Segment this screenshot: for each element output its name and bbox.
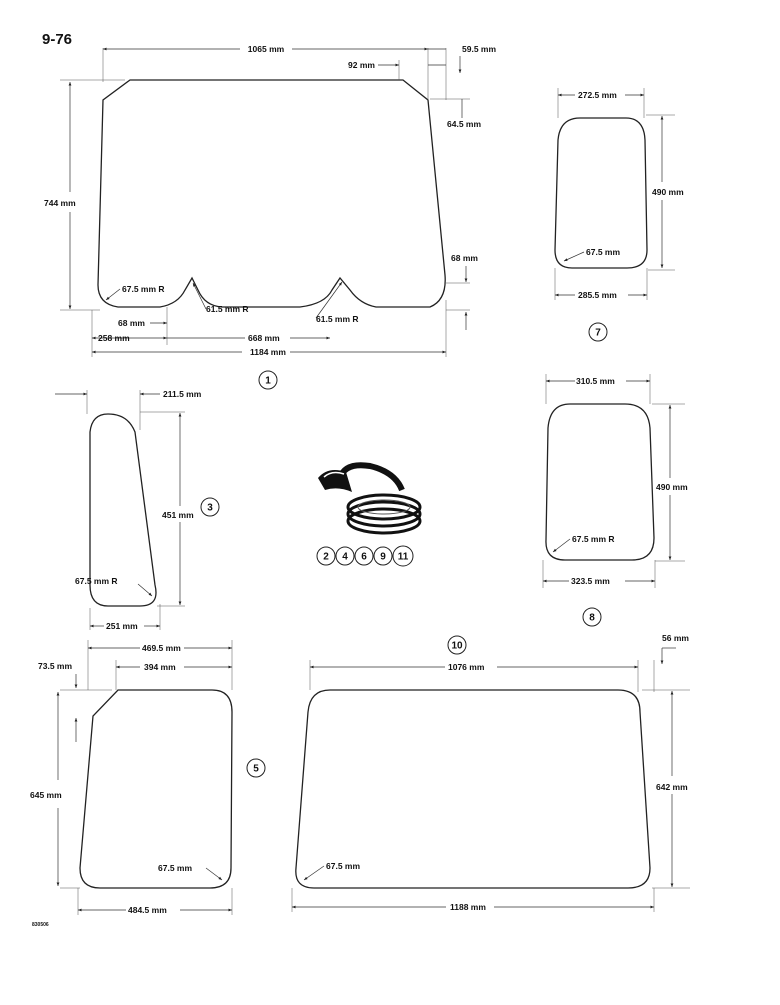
part-8-outline [545,403,655,561]
callout-10 [447,635,467,655]
dim-1188: 1188 mm [450,902,486,912]
part-10-glass: 10 1076 mm 56 mm 642 mm 67.5 mm 1188 mm [291,633,690,912]
seal-callout [316,546,336,566]
seal-callout [335,546,355,566]
dim-258: 258 mm [98,333,130,343]
dim-1184: 1184 mm [250,347,286,357]
dim-61-5-left: 61.5 mm R [206,304,249,314]
dim-67-5-p7: 67.5 mm [586,247,620,257]
dim-1076: 1076 mm [448,662,485,672]
dim-67-5-r-p8: 67.5 mm R [572,534,615,544]
dim-272-5: 272.5 mm [578,90,617,100]
part-5-outline [79,689,233,889]
callout-1 [258,370,278,390]
part-3-glass: 211.5 mm 451 mm 67.5 mm R 251 mm 3 [55,389,220,631]
dim-251: 251 mm [106,621,138,631]
part-7-outline [554,117,648,269]
dim-451: 451 mm [162,510,194,520]
dim-490-p7: 490 mm [652,187,684,197]
dim-484-5: 484.5 mm [128,905,167,915]
dim-67-5-r: 67.5 mm R [122,284,165,294]
part-10-outline [295,689,651,889]
dim-285-5: 285.5 mm [578,290,617,300]
seal-callout [392,545,414,567]
dim-1065: 1065 mm [248,44,285,54]
part-8-glass: 310.5 mm 490 mm 67.5 mm R 323.5 mm 8 [542,374,688,627]
callout-5 [246,758,266,778]
seal-callouts: 2 4 6 9 11 [316,545,414,567]
callout-5-label: 5 [253,764,259,775]
seal-callout-label: 4 [342,552,348,563]
callout-7-label: 7 [595,328,601,339]
dim-67-5-r-p3: 67.5 mm R [75,576,118,586]
dim-310-5: 310.5 mm [576,376,615,386]
dim-323-5: 323.5 mm [571,576,610,586]
figure-code: 830506 [32,922,49,928]
dim-67-5-p5: 67.5 mm [158,863,192,873]
seal-callout-label: 9 [380,552,386,563]
dim-73-5: 73.5 mm [38,661,72,671]
seal-strip-illustration: 2 4 6 9 11 [316,462,422,567]
callout-3 [200,497,220,517]
dim-645: 645 mm [30,790,62,800]
part-1-windshield: 1065 mm 59.5 mm 92 mm 64.5 mm 744 mm 68 … [44,44,496,390]
seal-callout [373,546,393,566]
dim-668: 668 mm [248,333,280,343]
dim-64-5: 64.5 mm [447,119,481,129]
dim-68-bottom: 68 mm [118,318,145,328]
part-7-glass: 272.5 mm 490 mm 67.5 mm 285.5 mm 7 [554,88,684,342]
seal-callout-label: 6 [361,552,367,563]
dim-67-5-p10: 67.5 mm [326,861,360,871]
callout-7 [588,322,608,342]
part-5-glass: 469.5 mm 394 mm 73.5 mm 645 mm 67.5 mm 4… [30,640,266,915]
seal-callout [354,546,374,566]
page-number: 9-76 [42,31,72,48]
callout-10-label: 10 [451,641,463,652]
seal-coil-icon [318,462,422,535]
dim-59-5: 59.5 mm [462,44,496,54]
dim-61-5-right: 61.5 mm R [316,314,359,324]
dim-642: 642 mm [656,782,688,792]
dim-469-5: 469.5 mm [142,643,181,653]
dim-92: 92 mm [348,60,375,70]
dim-490-p8: 490 mm [656,482,688,492]
dim-744: 744 mm [44,198,76,208]
dim-68-right: 68 mm [451,253,478,263]
callout-1-label: 1 [265,376,271,387]
dim-56: 56 mm [662,633,689,643]
callout-3-label: 3 [207,503,213,514]
seal-callout-label: 11 [398,552,409,563]
dim-394: 394 mm [144,662,176,672]
dim-211-5: 211.5 mm [163,389,202,399]
callout-8 [582,607,602,627]
part-3-outline [89,413,157,607]
part-1-outline [97,79,446,308]
seal-callout-label: 2 [323,552,329,563]
callout-8-label: 8 [589,613,595,624]
